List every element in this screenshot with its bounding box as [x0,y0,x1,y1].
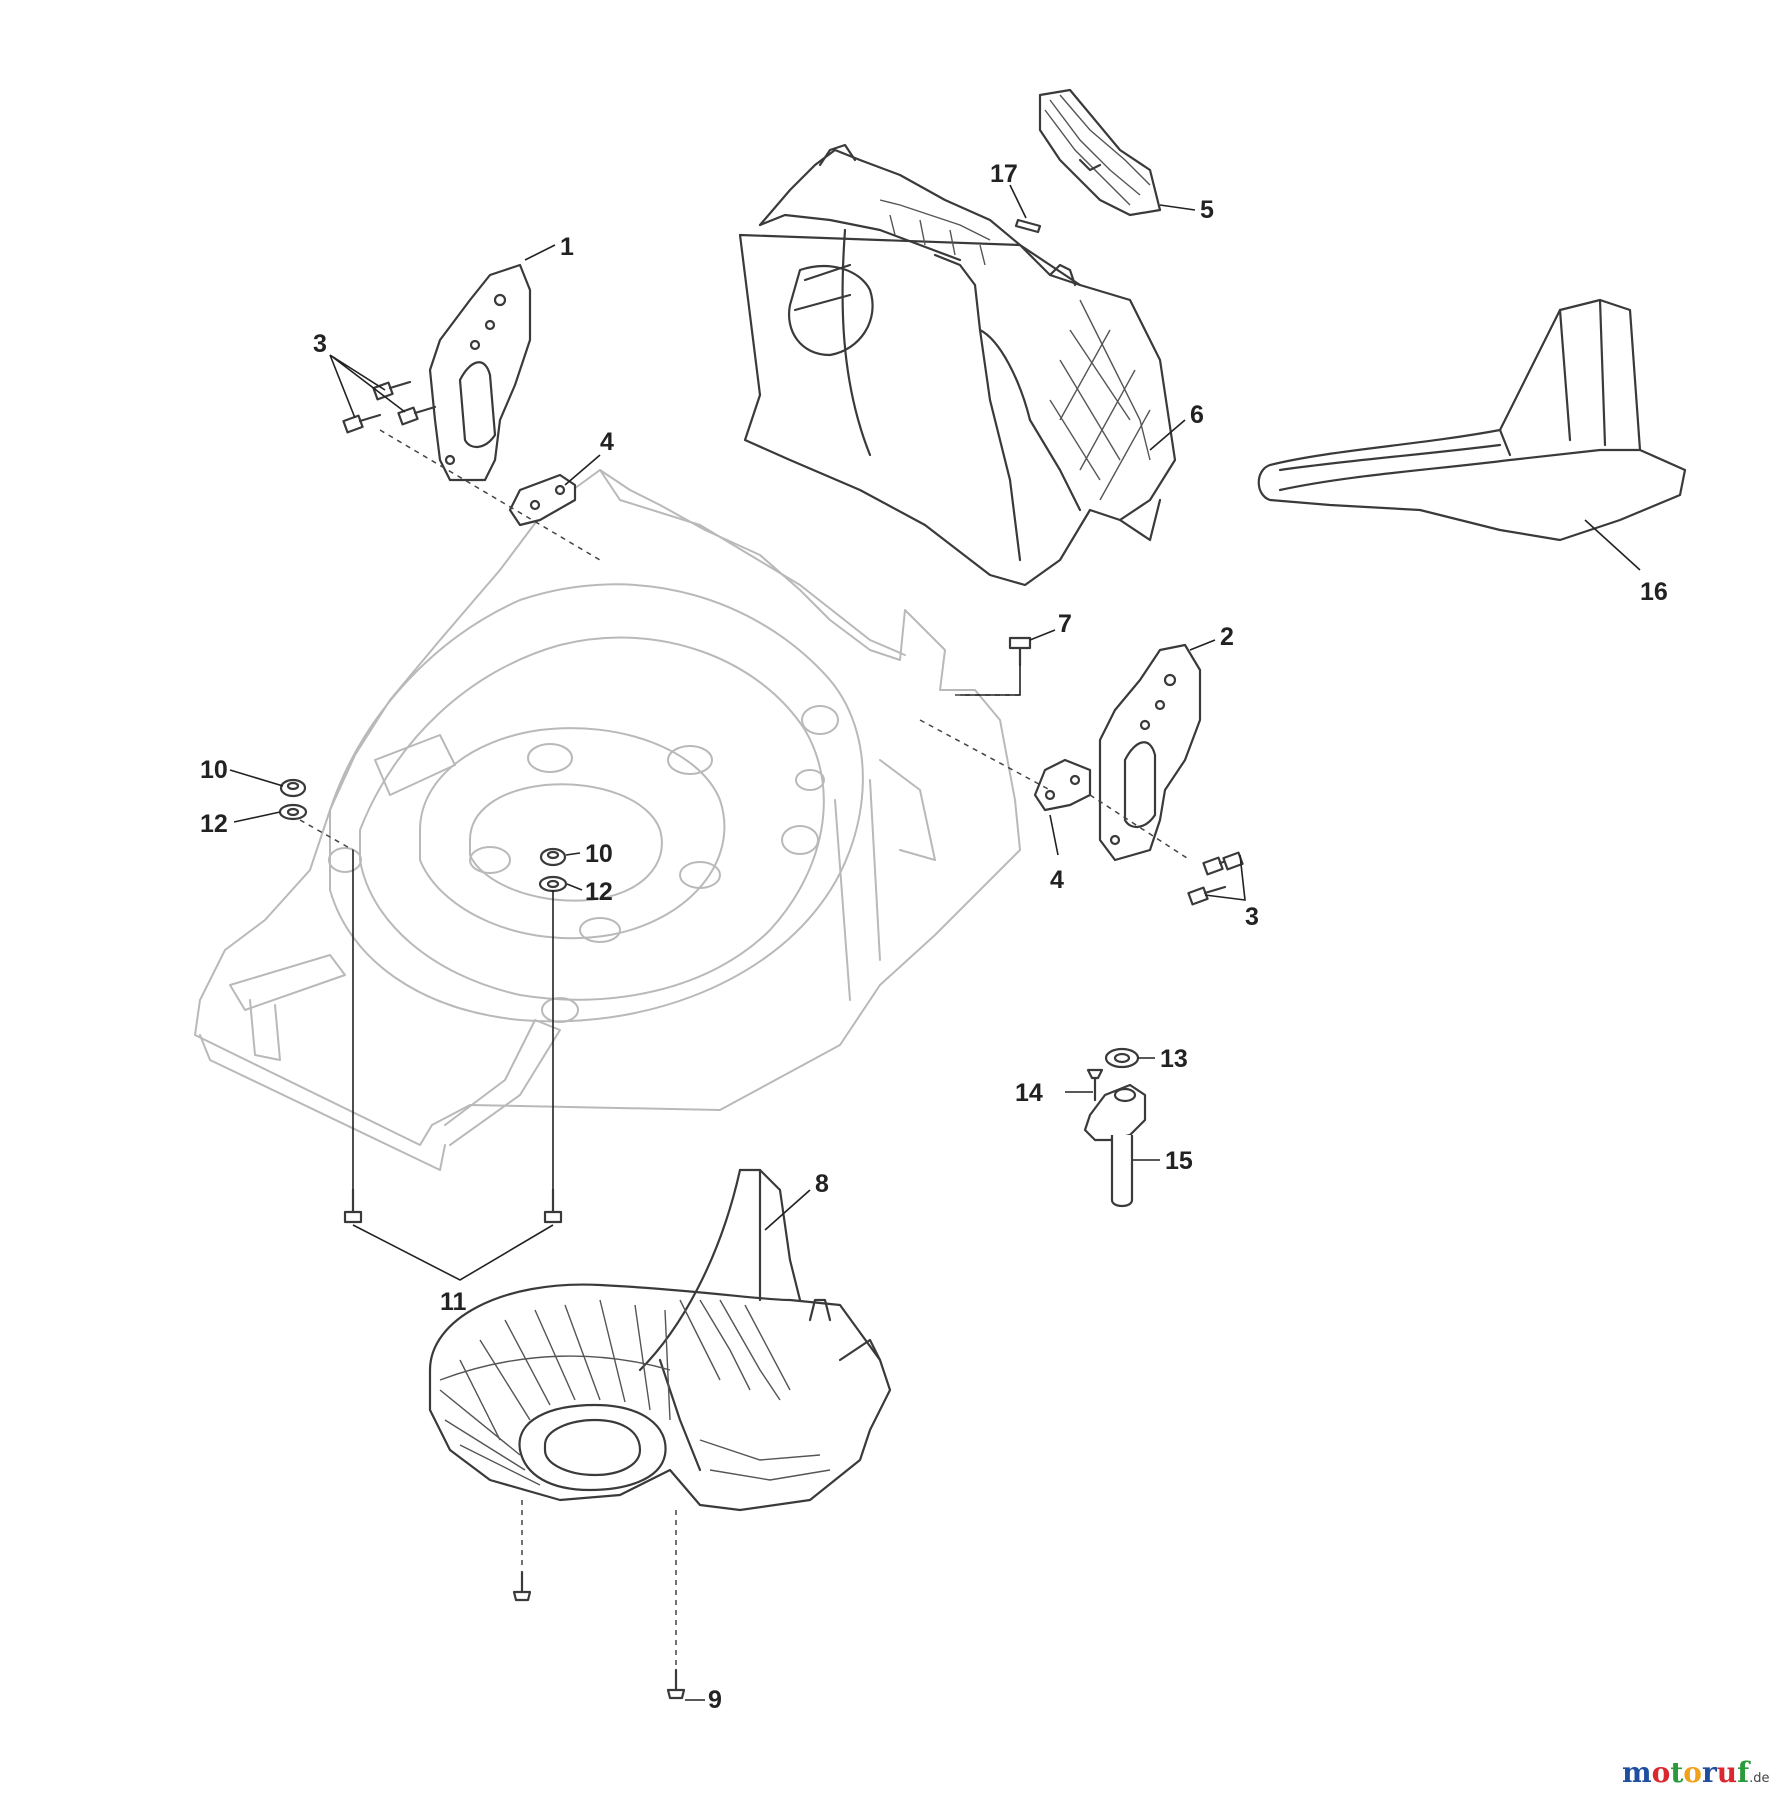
handle-bracket-2 [1098,643,1202,862]
logo-wordmark: motoruf.de [1622,1756,1770,1789]
callout-3-left: 3 [313,330,327,358]
logo-suffix: .de [1749,1771,1769,1786]
logo-letter: t [1670,1756,1683,1789]
rear-flap [1257,298,1687,542]
screw-14 [1086,1068,1104,1102]
logo-letter: u [1717,1756,1737,1789]
callout-15: 15 [1165,1147,1193,1175]
pin-17 [1014,218,1042,234]
callout-2: 2 [1220,623,1234,651]
callout-13: 13 [1160,1045,1188,1073]
handle-bracket-1 [428,263,532,482]
callout-6: 6 [1190,401,1204,429]
catcher-flap [1038,88,1162,217]
callout-9: 9 [708,1686,722,1714]
callout-11: 11 [440,1288,467,1316]
nut-10-center [539,847,567,867]
logo-letter: r [1702,1756,1718,1789]
washer-12-left [278,803,308,821]
callout-3-right: 3 [1245,903,1259,931]
screws-3-right [1187,851,1244,906]
callouts: 1 2 3 3 4 4 5 6 7 8 9 10 10 11 12 12 13 … [200,160,1668,1714]
logo-letter: f [1737,1756,1751,1789]
logo-letter: m [1622,1756,1652,1789]
callout-4-right: 4 [1050,866,1064,894]
assembly-lines [299,429,1191,1668]
motoruf-logo: motoruf.de [1622,1756,1770,1789]
callout-17: 17 [990,160,1018,188]
mulch-insert [428,1168,892,1512]
screws-3-left [342,380,437,434]
nut-10-left [279,778,307,798]
callout-7: 7 [1058,610,1072,638]
washer-13 [1104,1047,1140,1069]
grass-catcher [738,143,1177,587]
callout-8: 8 [815,1170,829,1198]
plate-4b [1033,758,1092,812]
bolt-7 [1008,636,1032,667]
plate-4a [508,473,577,527]
callout-1: 1 [560,233,574,261]
mower-deck [194,469,1021,1171]
callout-14: 14 [1015,1079,1043,1107]
bolts-11 [343,1188,563,1224]
callout-16: 16 [1640,578,1668,606]
callout-10-left: 10 [200,756,228,784]
axle-15 [1083,1083,1147,1208]
callout-4-left: 4 [600,428,614,456]
leader-lines [229,184,1641,1701]
washer-12-center [538,875,568,893]
screws-9 [512,1570,686,1700]
logo-letter: o [1683,1756,1702,1789]
callout-12-left: 12 [200,810,228,838]
logo-letter: o [1652,1756,1671,1789]
callout-12-center: 12 [585,878,613,906]
callout-5: 5 [1200,196,1214,224]
callout-10-center: 10 [585,840,613,868]
